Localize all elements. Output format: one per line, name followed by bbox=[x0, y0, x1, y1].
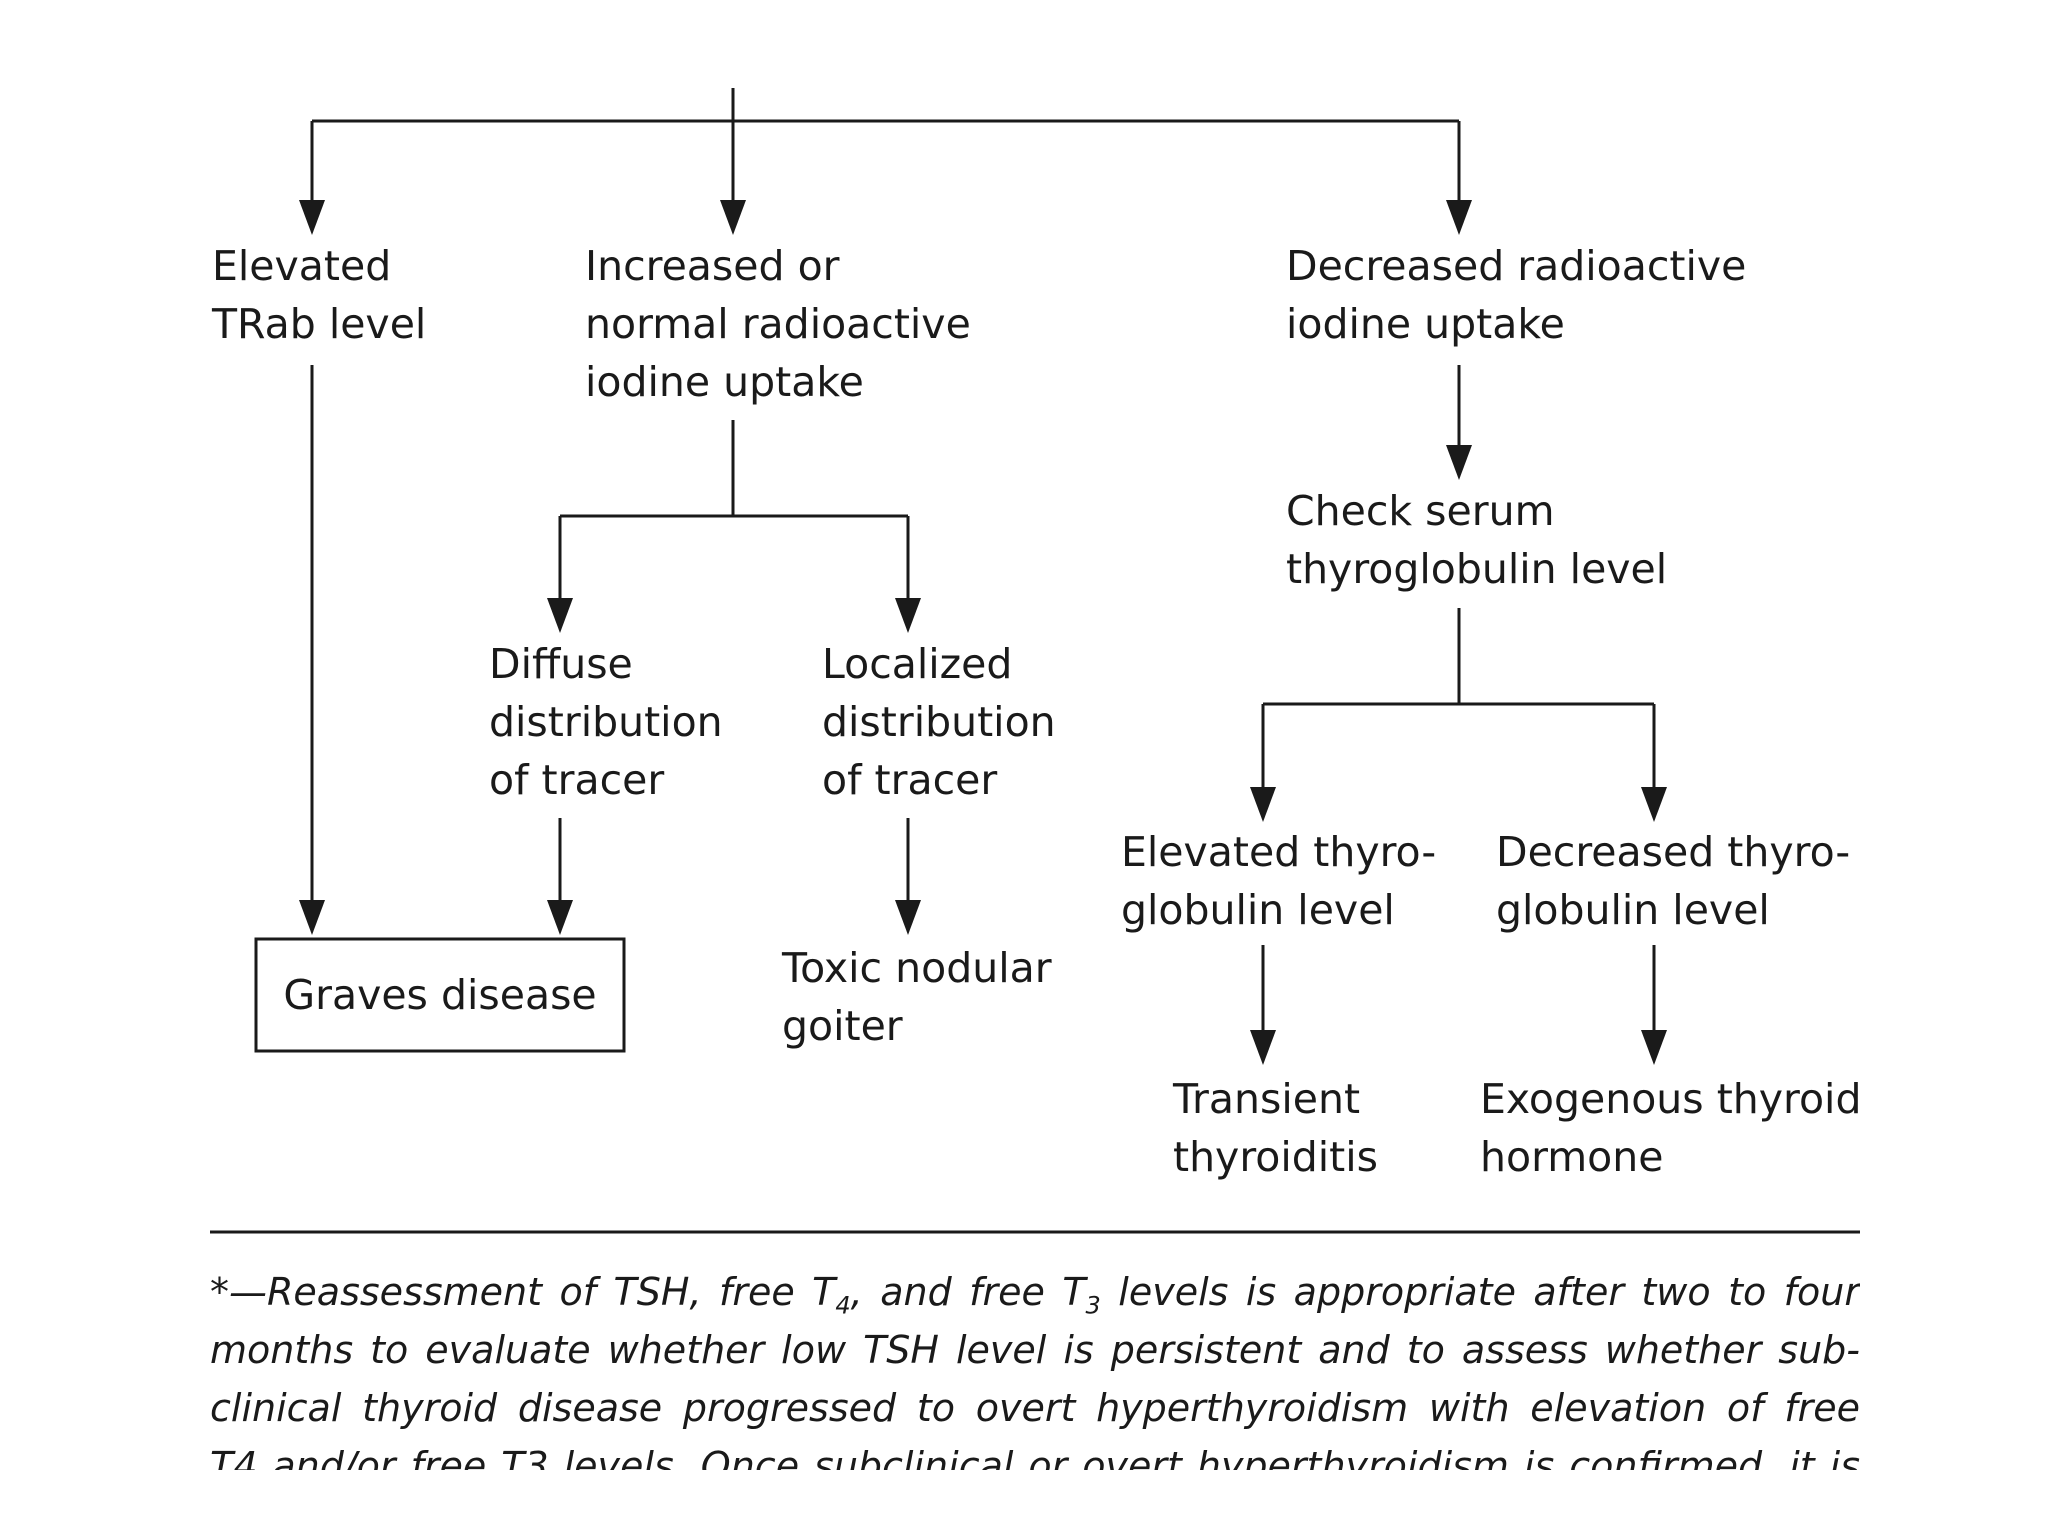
node-line: Localized bbox=[822, 640, 1013, 688]
subscript: 3 bbox=[1085, 1291, 1101, 1320]
arrowhead-elevated-trab bbox=[299, 200, 325, 235]
node-line: of tracer bbox=[489, 756, 665, 804]
footnote-fragment: *—Reassessment of TSH, free T bbox=[210, 1270, 836, 1314]
node-line: hormone bbox=[1480, 1133, 1664, 1181]
node-line: Toxic nodular bbox=[782, 944, 1052, 992]
node-line: TRab level bbox=[212, 300, 427, 348]
node-line: globulin level bbox=[1121, 886, 1395, 934]
footnote-fragment: , and free T bbox=[850, 1270, 1086, 1314]
arrowhead-decreased-uptake bbox=[1446, 200, 1472, 235]
node-line: thyroiditis bbox=[1173, 1133, 1378, 1181]
footnote-text: *—Reassessment of TSH, free T4, and free… bbox=[210, 1263, 1860, 1470]
arrowhead-elevated-tg bbox=[1250, 787, 1276, 822]
arrowhead-localized-goiter bbox=[895, 900, 921, 935]
node-transient-thyroiditis: Transient thyroiditis bbox=[1173, 1070, 1378, 1186]
node-check-serum-thyroglobulin: Check serum thyroglobulin level bbox=[1286, 482, 1667, 598]
node-line: Elevated bbox=[212, 242, 392, 290]
footnote-fragment: levels is appropriate after two to four bbox=[1100, 1270, 1860, 1314]
node-elevated-thyroglobulin: Elevated thyro- globulin level bbox=[1121, 823, 1436, 939]
node-increased-or-normal-uptake: Increased or normal radioactive iodine u… bbox=[585, 237, 971, 411]
node-line: thyroglobulin level bbox=[1286, 545, 1668, 593]
node-localized-distribution: Localized distribution of tracer bbox=[822, 635, 1056, 809]
node-line: Increased or bbox=[585, 242, 840, 290]
node-line: Diffuse bbox=[489, 640, 633, 688]
node-decreased-thyroglobulin: Decreased thyro- globulin level bbox=[1496, 823, 1850, 939]
node-line: distribution bbox=[822, 698, 1056, 746]
arrowhead-check-tg bbox=[1446, 445, 1472, 480]
node-elevated-trab-level: Elevated TRab level bbox=[212, 237, 426, 353]
node-exogenous-thyroid-hormone: Exogenous thyroid hormone bbox=[1480, 1070, 1861, 1186]
arrowhead-increased-uptake bbox=[720, 200, 746, 235]
node-line: iodine uptake bbox=[585, 358, 864, 406]
node-line: goiter bbox=[782, 1002, 903, 1050]
node-line: Decreased radioactive bbox=[1286, 242, 1747, 290]
node-diffuse-distribution: Diffuse distribution of tracer bbox=[489, 635, 723, 809]
arrowhead-exogenous bbox=[1641, 1030, 1667, 1065]
node-toxic-nodular-goiter: Toxic nodular goiter bbox=[782, 939, 1052, 1055]
node-line: normal radioactive bbox=[585, 300, 971, 348]
arrowhead-localized bbox=[895, 598, 921, 633]
node-line: iodine uptake bbox=[1286, 300, 1565, 348]
node-line: Transient bbox=[1173, 1075, 1361, 1123]
graves-label: Graves disease bbox=[283, 971, 597, 1019]
node-graves-disease: Graves disease bbox=[256, 939, 624, 1051]
arrowhead-decreased-tg bbox=[1641, 787, 1667, 822]
arrowhead-transient bbox=[1250, 1030, 1276, 1065]
subscript: 4 bbox=[835, 1291, 851, 1320]
node-line: distribution bbox=[489, 698, 723, 746]
node-line: Check serum bbox=[1286, 487, 1555, 535]
node-line: of tracer bbox=[822, 756, 998, 804]
node-line: Decreased thyro- bbox=[1496, 828, 1851, 876]
node-line: Exogenous thyroid bbox=[1480, 1075, 1862, 1123]
node-decreased-uptake: Decreased radioactive iodine uptake bbox=[1286, 237, 1746, 353]
footnote-line-1: *—Reassessment of TSH, free T4, and free… bbox=[210, 1263, 1860, 1321]
graves-box-border bbox=[254, 937, 626, 1053]
footnote-line-2: months to evaluate whether low TSH level… bbox=[210, 1328, 1860, 1372]
footnote-line-4-clipped: T4 and/or free T3 levels. Once subclinic… bbox=[210, 1444, 1860, 1470]
node-line: Elevated thyro- bbox=[1121, 828, 1437, 876]
node-line: globulin level bbox=[1496, 886, 1770, 934]
arrowhead-trab-graves bbox=[299, 900, 325, 935]
arrowhead-diffuse bbox=[547, 598, 573, 633]
footnote-line-3: clinical thyroid disease progressed to o… bbox=[210, 1386, 1860, 1430]
arrowhead-diffuse-graves bbox=[547, 900, 573, 935]
